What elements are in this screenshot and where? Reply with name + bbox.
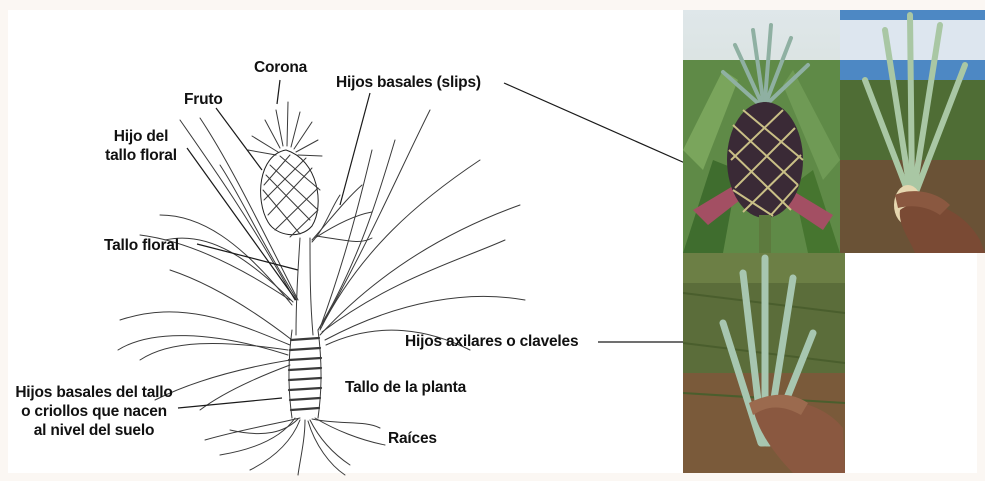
label-corona: Corona <box>254 58 307 77</box>
leader-slips-photo <box>504 83 694 167</box>
leader-fruto <box>216 108 262 170</box>
label-hijo-tallo-floral: Hijo del tallo floral <box>100 127 182 165</box>
leader-tallo-floral <box>197 244 298 270</box>
crown <box>248 102 322 156</box>
label-hijos-axilares: Hijos axilares o claveles <box>405 332 578 351</box>
floral-stalk <box>296 238 313 335</box>
leader-corona <box>277 80 280 104</box>
fruit <box>261 150 320 237</box>
label-raices: Raíces <box>388 429 437 448</box>
sucker-image <box>683 253 845 473</box>
label-tallo-floral: Tallo floral <box>104 236 179 255</box>
roots <box>205 418 385 475</box>
axillary-sucker-photo <box>683 253 845 473</box>
leader-lines <box>178 80 694 408</box>
leader-hijos-basales <box>178 398 282 408</box>
slip-leaves <box>312 185 372 242</box>
pineapple-fruit-photo <box>683 10 840 253</box>
label-tallo-planta: Tallo de la planta <box>345 378 466 397</box>
label-fruto: Fruto <box>184 90 223 109</box>
leader-hijo-tallo-floral <box>187 148 296 300</box>
slip-image <box>840 10 985 253</box>
leader-slips-left <box>340 93 370 205</box>
label-hijos-basales-slips: Hijos basales (slips) <box>336 73 481 92</box>
plant-stem <box>289 330 321 418</box>
slip-in-hand-photo <box>840 10 985 253</box>
right-leaves <box>318 110 525 350</box>
pineapple-fruit-image <box>683 10 840 253</box>
label-hijos-basales-tallo: Hijos basales del tallo o criollos que n… <box>14 383 174 440</box>
